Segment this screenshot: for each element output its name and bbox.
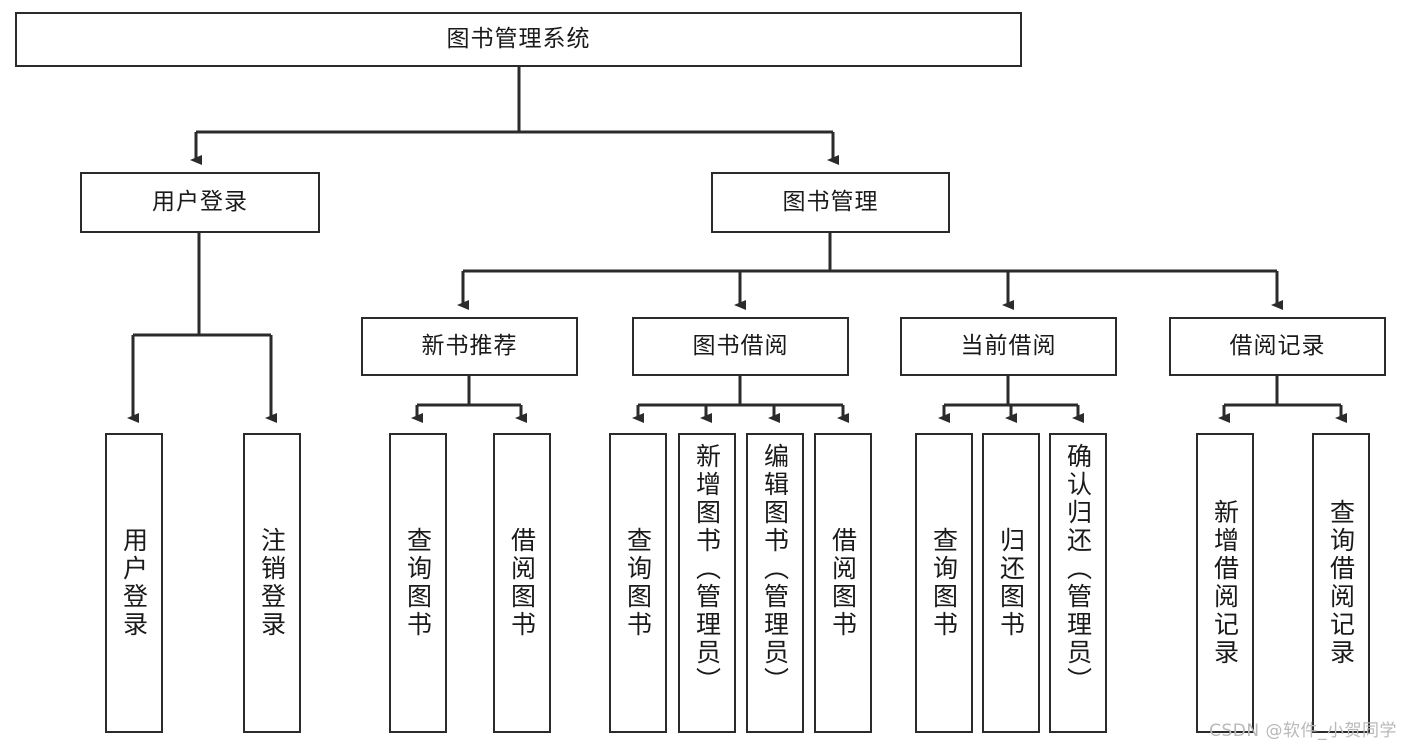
leaf-label: 查询图书	[929, 527, 959, 639]
leaf-label: 用户登录	[119, 527, 149, 639]
leaf-current-borrow-confirm-return-admin[interactable]: 确认归还（管理员）	[1049, 433, 1107, 733]
leaf-label: 确认归还（管理员）	[1063, 443, 1093, 695]
node-label: 新书推荐	[421, 332, 518, 359]
node-label: 用户登录	[152, 188, 248, 215]
node-book-management[interactable]: 图书管理	[711, 172, 950, 233]
node-label: 当前借阅	[960, 332, 1057, 359]
node-current-borrowing[interactable]: 当前借阅	[900, 317, 1117, 376]
leaf-label: 借阅图书	[507, 527, 537, 639]
leaf-book-borrow-add-book-admin[interactable]: 新增图书（管理员）	[678, 433, 736, 733]
leaf-label: 查询借阅记录	[1326, 499, 1356, 667]
leaf-current-borrow-query-books[interactable]: 查询图书	[915, 433, 973, 733]
leaf-label: 借阅图书	[828, 527, 858, 639]
leaf-label: 查询图书	[403, 527, 433, 639]
node-user-login[interactable]: 用户登录	[80, 172, 320, 233]
leaf-label: 归还图书	[996, 527, 1026, 639]
leaf-new-book-borrow-books[interactable]: 借阅图书	[493, 433, 551, 733]
node-label: 图书借阅	[692, 332, 789, 359]
node-borrowing-record[interactable]: 借阅记录	[1169, 317, 1386, 376]
leaf-borrow-record-query-record[interactable]: 查询借阅记录	[1312, 433, 1370, 733]
node-label: 借阅记录	[1229, 332, 1326, 359]
leaf-book-borrow-borrow-books[interactable]: 借阅图书	[814, 433, 872, 733]
leaf-label: 查询图书	[623, 527, 653, 639]
leaf-user-login-login[interactable]: 用户登录	[105, 433, 163, 733]
leaf-book-borrow-edit-book-admin[interactable]: 编辑图书（管理员）	[746, 433, 804, 733]
leaf-current-borrow-return-books[interactable]: 归还图书	[982, 433, 1040, 733]
node-root-book-management-system[interactable]: 图书管理系统	[15, 12, 1022, 67]
leaf-label: 注销登录	[257, 527, 287, 639]
leaf-label: 新增借阅记录	[1210, 499, 1240, 667]
node-new-book-recommendation[interactable]: 新书推荐	[361, 317, 578, 376]
node-label: 图书管理	[782, 188, 879, 215]
leaf-borrow-record-add-record[interactable]: 新增借阅记录	[1196, 433, 1254, 733]
leaf-new-book-query-books[interactable]: 查询图书	[389, 433, 447, 733]
leaf-label: 编辑图书（管理员）	[760, 443, 790, 695]
leaf-label: 新增图书（管理员）	[692, 443, 722, 695]
leaf-user-login-logout[interactable]: 注销登录	[243, 433, 301, 733]
node-label: 图书管理系统	[446, 25, 591, 52]
node-book-borrowing[interactable]: 图书借阅	[632, 317, 849, 376]
leaf-book-borrow-query-books[interactable]: 查询图书	[609, 433, 667, 733]
